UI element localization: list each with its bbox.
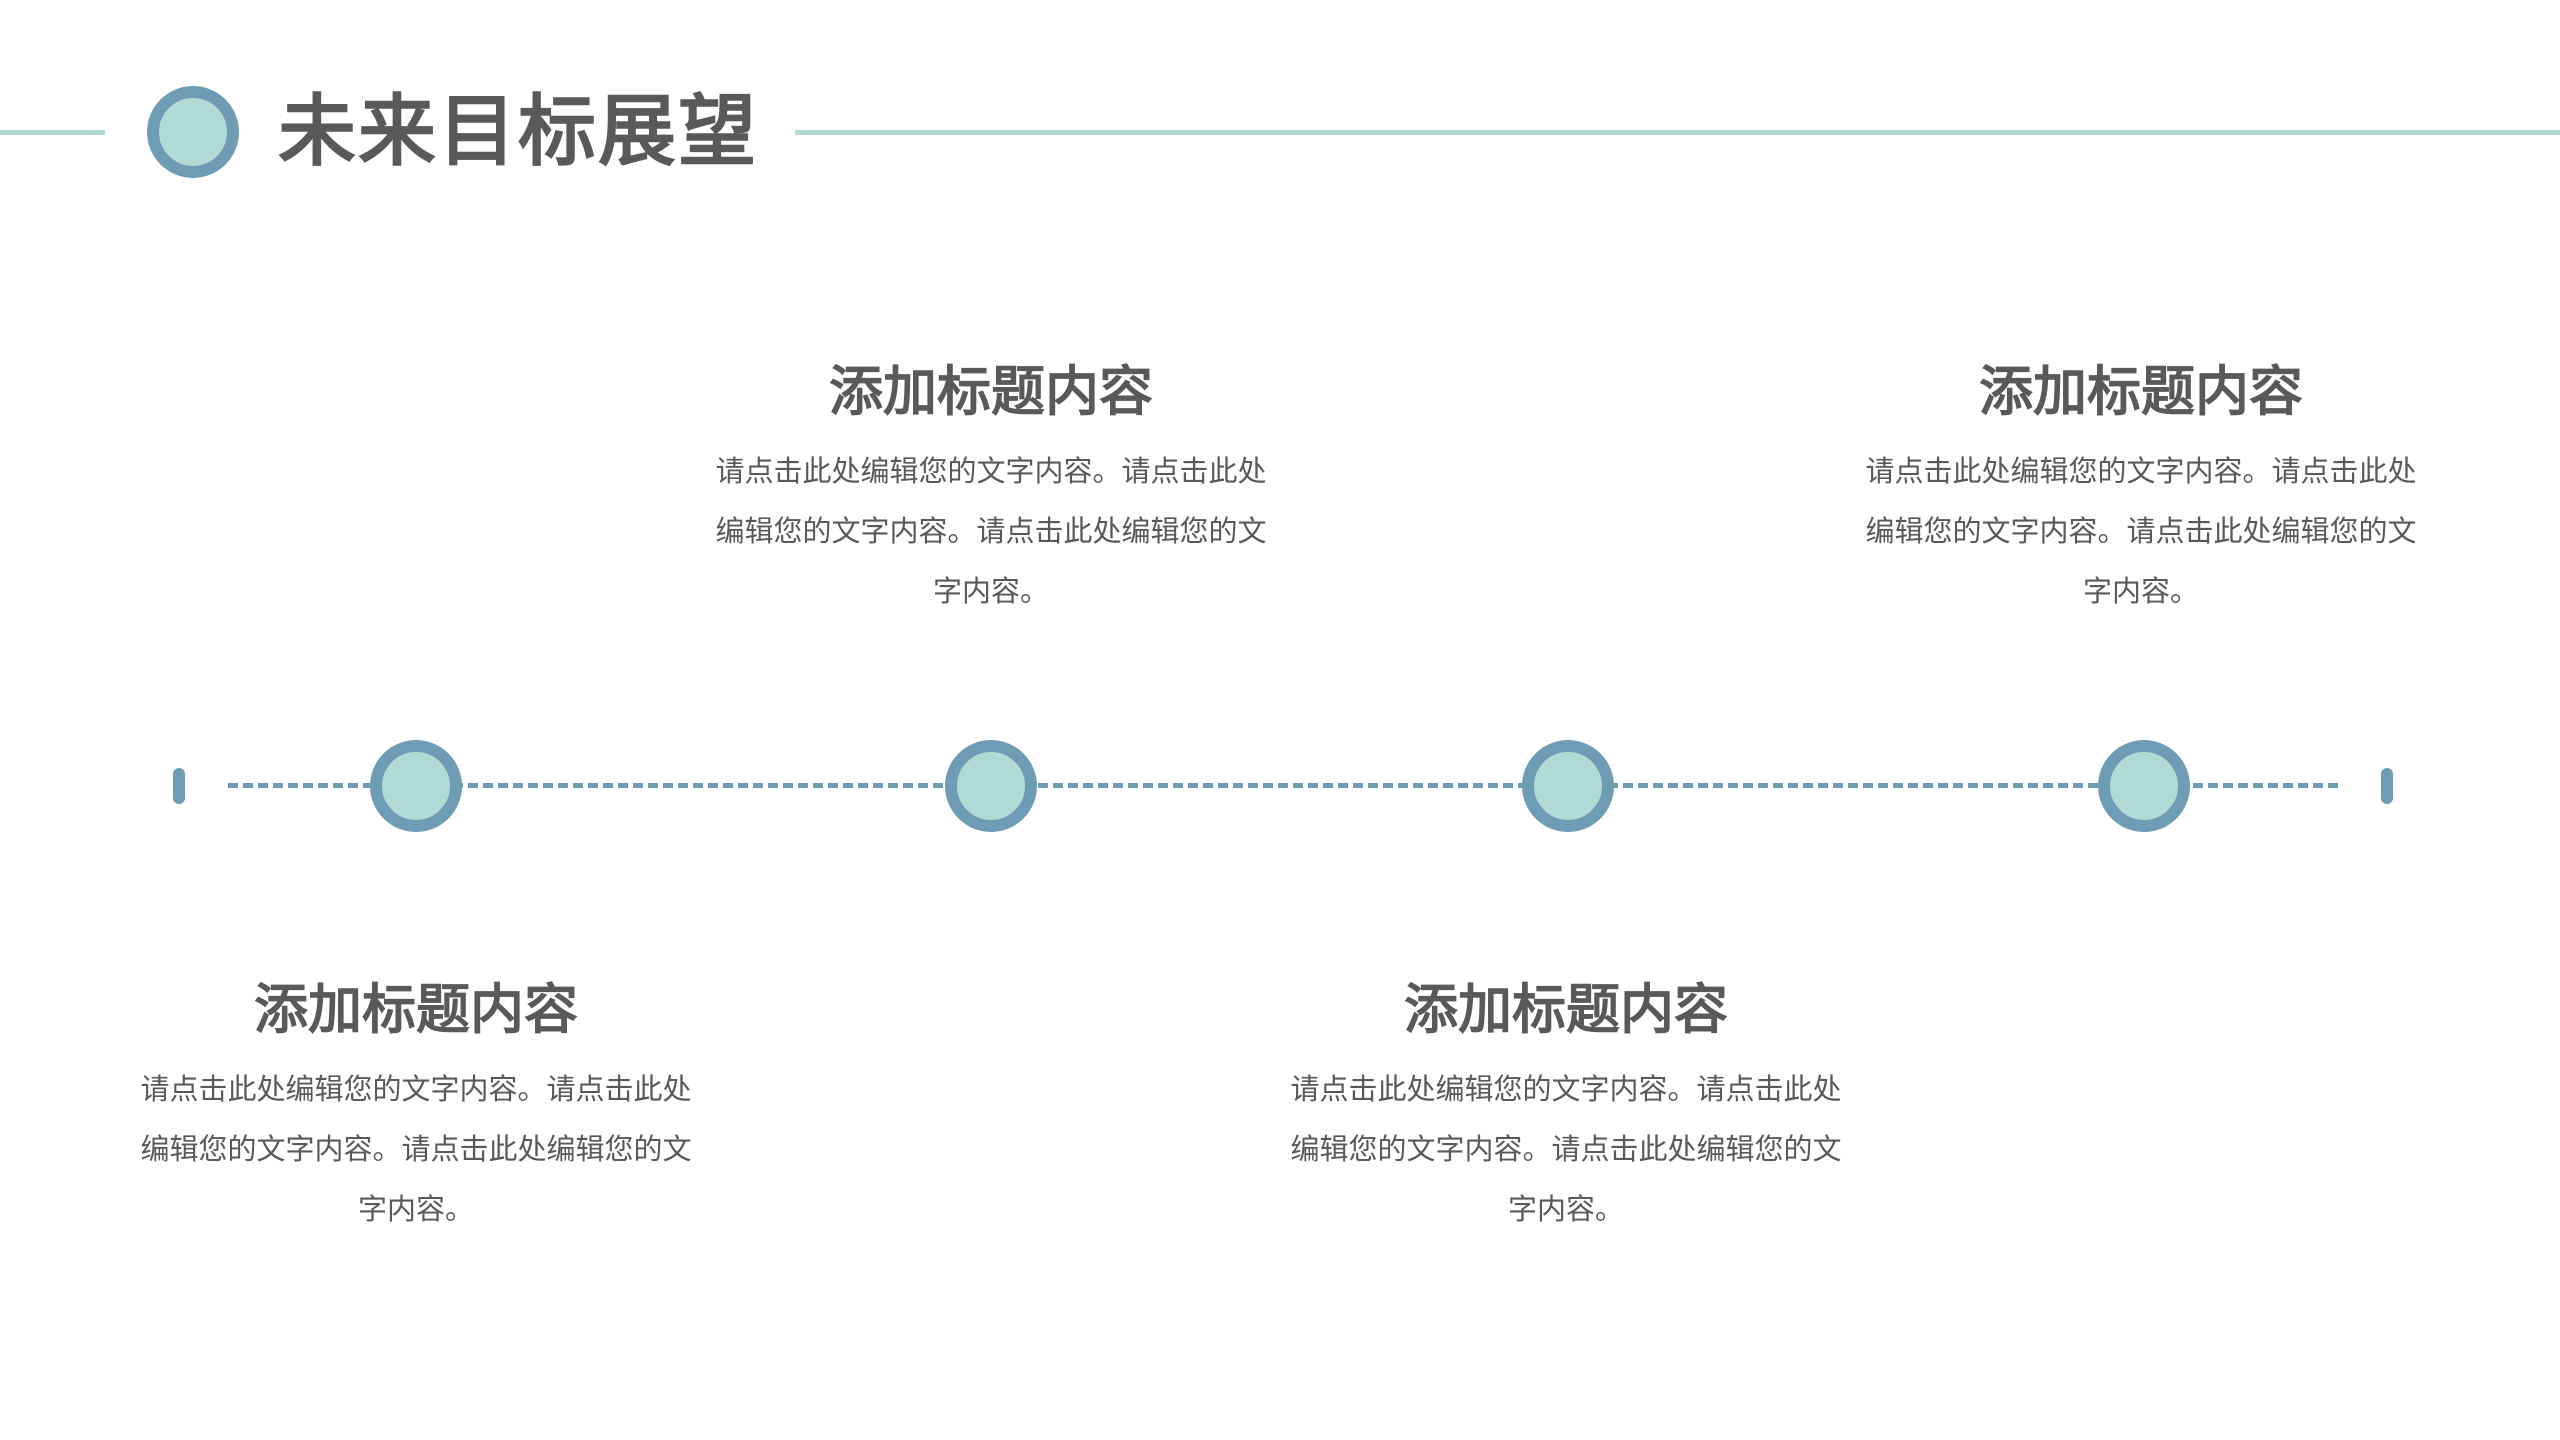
- milestone-body: 请点击此处编辑您的文字内容。请点击此处编辑您的文字内容。请点击此处编辑您的文字内…: [140, 1072, 692, 1226]
- timeline-node-4: [2098, 740, 2190, 832]
- header-line-left: [0, 130, 105, 135]
- page-title: 未来目标展望: [278, 87, 759, 177]
- milestone-body: 请点击此处编辑您的文字内容。请点击此处编辑您的文字内容。请点击此处编辑您的文字内…: [715, 454, 1267, 608]
- timeline-node-3: [1522, 740, 1614, 832]
- header-line-right: [795, 130, 2560, 135]
- title-circle-icon: [147, 86, 239, 178]
- timeline-dashed-line: [228, 783, 2338, 788]
- milestone-1: 添加标题内容 请点击此处编辑您的文字内容。请点击此处编辑您的文字内容。请点击此处…: [116, 975, 716, 1239]
- milestone-2: 添加标题内容 请点击此处编辑您的文字内容。请点击此处编辑您的文字内容。请点击此处…: [691, 357, 1291, 621]
- milestone-heading: 添加标题内容: [1979, 360, 2303, 423]
- milestone-heading: 添加标题内容: [829, 360, 1153, 423]
- timeline-end-cap: [2381, 768, 2393, 804]
- timeline-node-2: [945, 740, 1037, 832]
- milestone-heading: 添加标题内容: [254, 978, 578, 1041]
- milestone-3: 添加标题内容 请点击此处编辑您的文字内容。请点击此处编辑您的文字内容。请点击此处…: [1266, 975, 1866, 1239]
- timeline-node-1: [370, 740, 462, 832]
- milestone-heading: 添加标题内容: [1404, 978, 1728, 1041]
- milestone-4: 添加标题内容 请点击此处编辑您的文字内容。请点击此处编辑您的文字内容。请点击此处…: [1841, 357, 2441, 621]
- timeline-start-cap: [173, 768, 185, 804]
- milestone-body: 请点击此处编辑您的文字内容。请点击此处编辑您的文字内容。请点击此处编辑您的文字内…: [1290, 1072, 1842, 1226]
- milestone-body: 请点击此处编辑您的文字内容。请点击此处编辑您的文字内容。请点击此处编辑您的文字内…: [1865, 454, 2417, 608]
